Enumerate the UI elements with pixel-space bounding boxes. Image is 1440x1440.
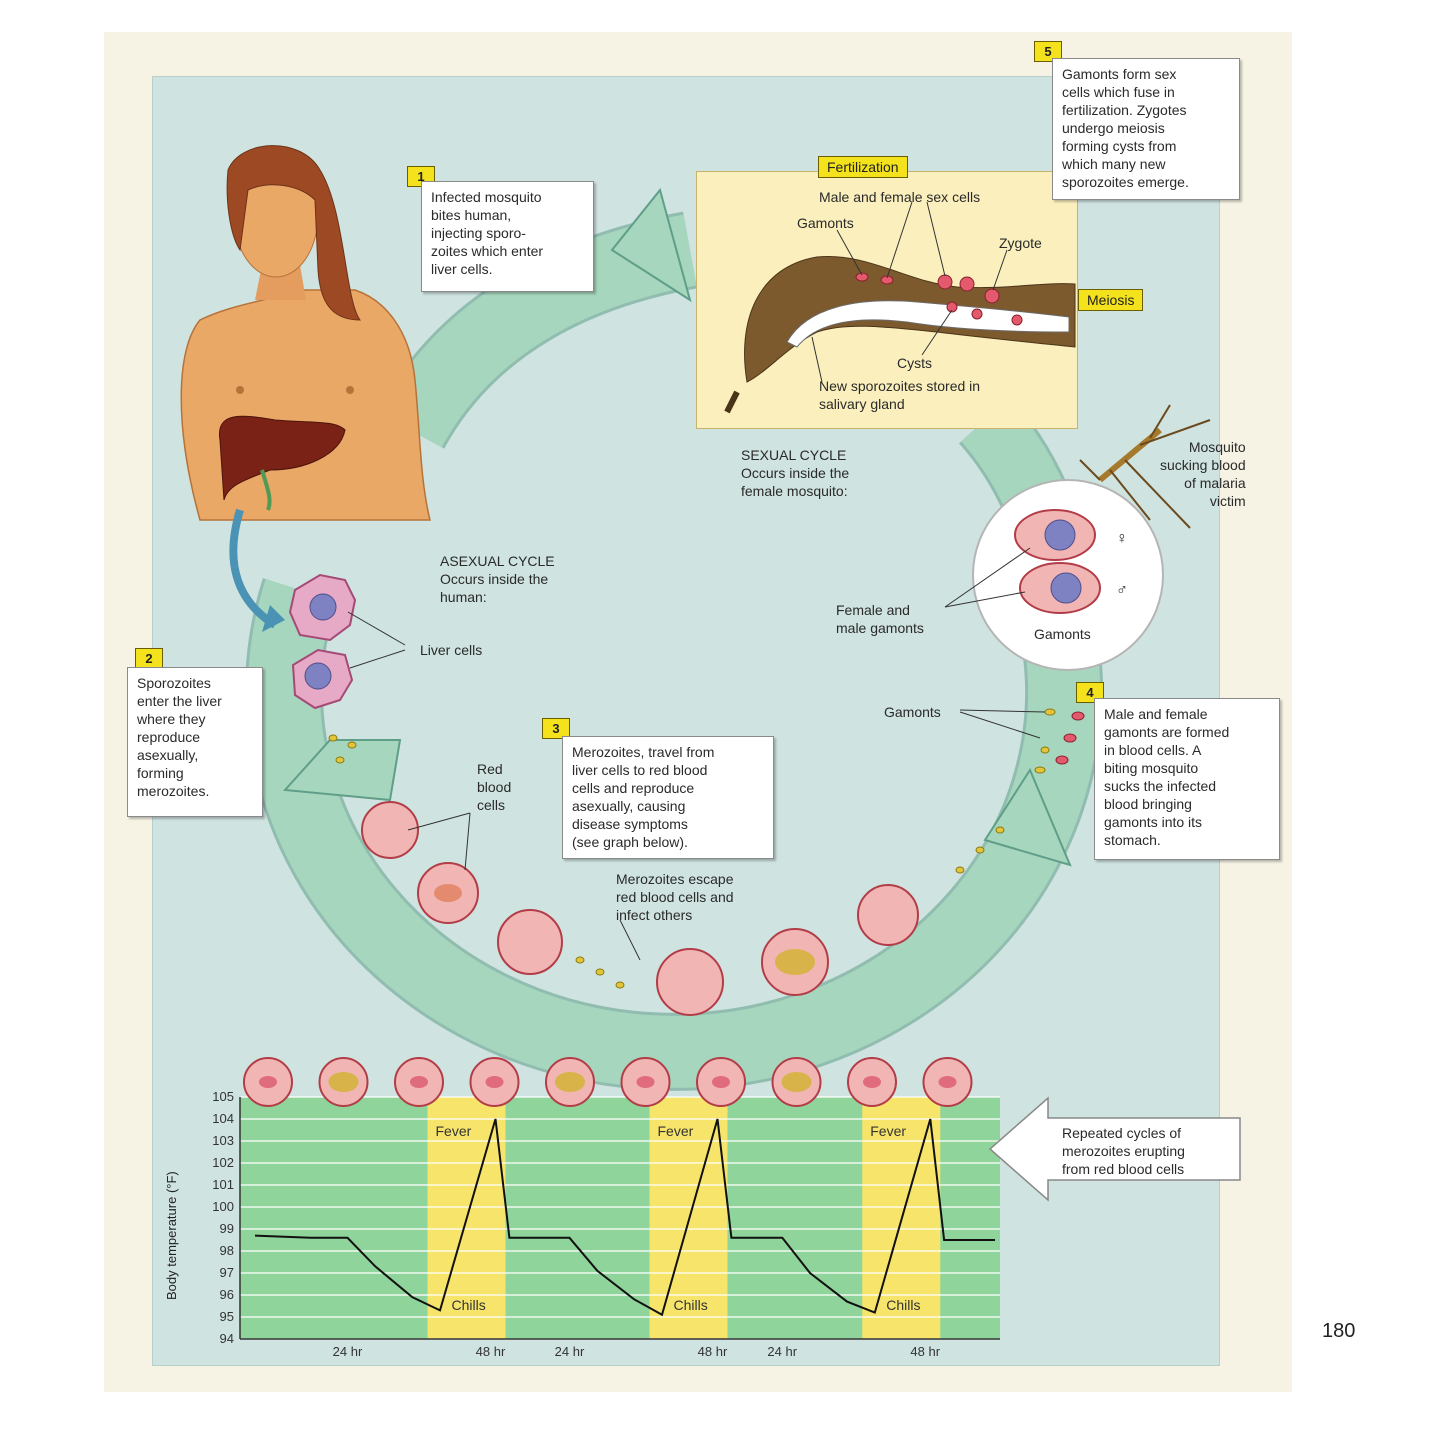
rbc-parasite: [259, 1076, 277, 1088]
chills-label: Chills: [451, 1297, 486, 1313]
rbc-parasite: [712, 1076, 730, 1088]
step-2-text: Sporozoites enter the liver where they r…: [127, 667, 263, 817]
y-tick-label: 99: [219, 1221, 234, 1236]
x-tick-label: 48 hr: [910, 1344, 941, 1359]
y-tick-label: 101: [212, 1177, 234, 1192]
gamonts-inset-label: Gamonts: [797, 215, 854, 231]
red-blood-cells-label: Red blood cells: [477, 761, 512, 813]
y-tick-label: 94: [219, 1331, 234, 1346]
mosquito-icon: [1079, 404, 1211, 529]
merozoites: [328, 708, 1056, 989]
graph-callout-text: Repeated cycles of merozoites erupting f…: [1062, 1125, 1185, 1177]
female-male-gamonts-label: Female and male gamonts: [836, 602, 924, 636]
rbc-parasite: [328, 1072, 359, 1092]
chills-label: Chills: [673, 1297, 708, 1313]
step-1-text: Infected mosquito bites human, injecting…: [421, 181, 594, 292]
y-tick-label: 102: [212, 1155, 234, 1170]
liver-cell: [291, 648, 354, 710]
red-blood-cells-ring: [361, 801, 919, 1016]
rbc-parasite: [781, 1072, 812, 1092]
merozoites-escape-label: Merozoites escape red blood cells and in…: [616, 871, 734, 923]
mosquito-label: Mosquito sucking blood of malaria victim: [1160, 439, 1246, 509]
step-3-number: 3: [542, 718, 570, 739]
human-figure: [180, 145, 431, 521]
step-5-number: 5: [1034, 41, 1062, 62]
y-tick-label: 95: [219, 1309, 234, 1324]
liver-cells-label: Liver cells: [420, 642, 483, 658]
chills-label: Chills: [886, 1297, 921, 1313]
gamonts-circle-label: Gamonts: [1034, 626, 1091, 642]
rbc-parasite: [555, 1072, 585, 1092]
step-4-text: Male and female gamonts are formed in bl…: [1094, 698, 1280, 860]
fertilization-inset: Male and female sex cells Gamonts Zygote…: [696, 171, 1078, 429]
x-tick-label: 48 hr: [697, 1344, 728, 1359]
male-female-sex-cells-label: Male and female sex cells: [819, 189, 981, 205]
fever-label: Fever: [870, 1123, 907, 1139]
y-tick-label: 100: [212, 1199, 234, 1214]
zygote-label: Zygote: [999, 235, 1042, 251]
gamonts-blood-label: Gamonts: [884, 704, 941, 720]
y-tick-label: 105: [212, 1089, 234, 1104]
liver-cell: [288, 573, 357, 642]
arrowhead-to-human: [610, 187, 692, 303]
rbc-parasite: [485, 1076, 504, 1088]
x-tick-label: 48 hr: [475, 1344, 506, 1359]
step-5-text: Gamonts form sex cells which fuse in fer…: [1052, 58, 1240, 200]
cysts-label: Cysts: [897, 355, 932, 371]
fever-label: Fever: [657, 1123, 694, 1139]
gamonts-blood: [1055, 711, 1085, 765]
y-tick-label: 103: [212, 1133, 234, 1148]
rbc-parasite: [938, 1076, 957, 1088]
new-sporozoites-label: New sporozoites stored in salivary gland: [819, 378, 981, 412]
step-4-number: 4: [1076, 682, 1104, 703]
y-tick-label: 104: [212, 1111, 234, 1126]
callout-arrow: [988, 1096, 1241, 1202]
page-number: 180: [1322, 1320, 1356, 1342]
y-tick-label: 97: [219, 1265, 234, 1280]
temperature-line: [254, 1118, 995, 1317]
arrowhead-left: [282, 739, 402, 802]
gamonts-circle: [972, 479, 1164, 671]
female-symbol: ♀: [1116, 530, 1128, 547]
y-axis-label: Body temperature (°F): [164, 1171, 179, 1300]
rbc-parasite: [636, 1076, 655, 1088]
y-tick-label: 98: [219, 1243, 234, 1258]
rbc-parasite: [863, 1076, 881, 1088]
fertilization-tag: Fertilization: [818, 156, 908, 178]
sexual-cycle-label: SEXUAL CYCLE Occurs inside the female mo…: [741, 447, 850, 499]
male-symbol: ♂: [1116, 582, 1128, 599]
mosquito-gut-illustration: [724, 201, 1076, 414]
x-tick-label: 24 hr: [332, 1344, 363, 1359]
x-tick-label: 24 hr: [554, 1344, 585, 1359]
arrowhead-right: [983, 767, 1072, 867]
y-tick-label: 96: [219, 1287, 234, 1302]
leader-lines: [347, 547, 1046, 961]
asexual-cycle-label: ASEXUAL CYCLE Occurs inside the human:: [440, 553, 555, 605]
x-tick-label: 24 hr: [767, 1344, 798, 1359]
meiosis-tag: Meiosis: [1078, 289, 1144, 311]
rbc-parasite: [410, 1076, 428, 1088]
fever-label: Fever: [435, 1123, 472, 1139]
step-3-text: Merozoites, travel from liver cells to r…: [562, 736, 774, 859]
